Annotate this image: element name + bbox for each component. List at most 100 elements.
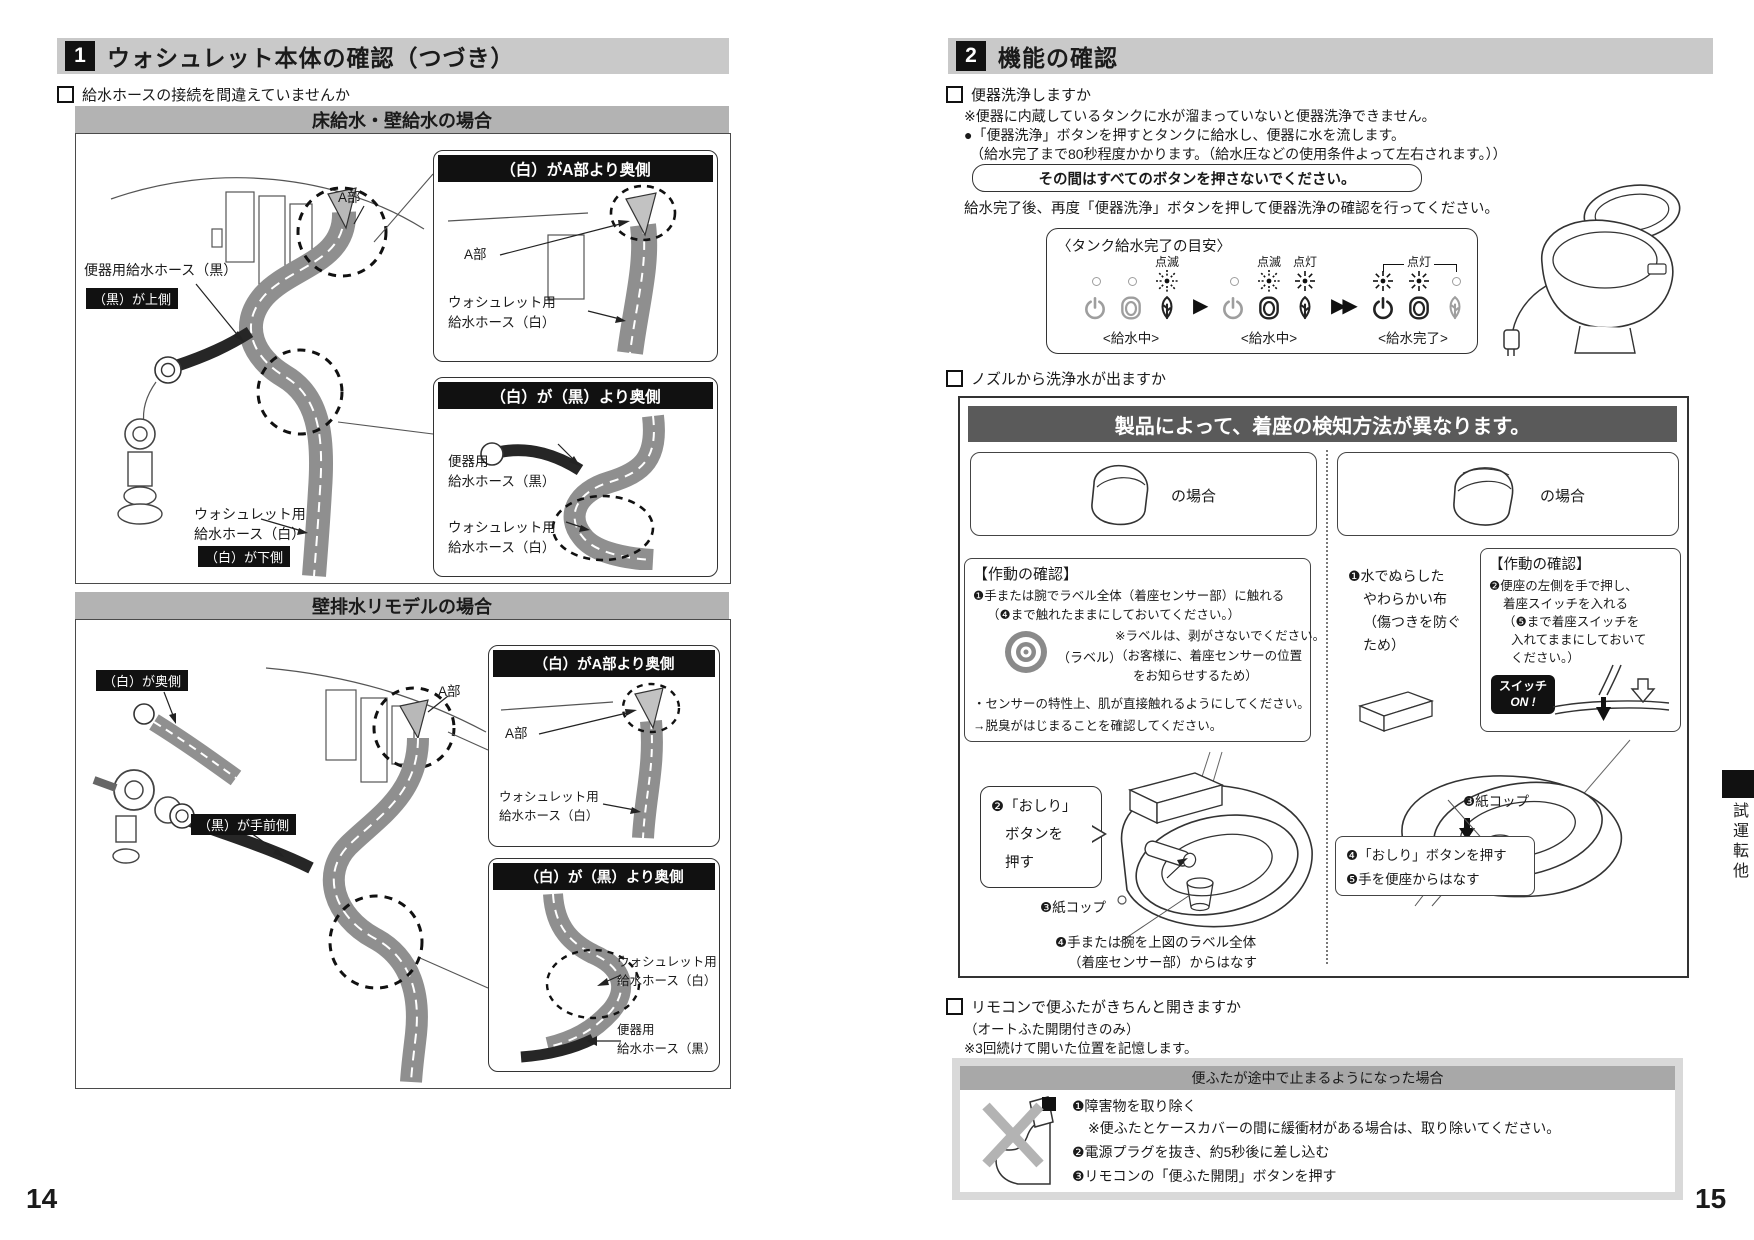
section-title: ウォシュレット本体の確認（つづき）: [107, 45, 515, 71]
off-led-icon: [1230, 277, 1239, 286]
floor-supply-diagram-box: A部 便器用給水ホース（黒） （黒）が上側 ウォシュレット用 給水ホース（白） …: [75, 133, 731, 584]
floor-supply-title: 床給水・壁給水の場合: [312, 110, 492, 131]
a-part-label: A部: [464, 247, 487, 262]
lit-burst-icon: [1409, 271, 1429, 291]
lit-burst-icon: [1295, 271, 1315, 291]
toilet-hose-black-label: 便器用 給水ホース（黒）: [448, 454, 556, 489]
wall-remodel-title: 壁排水リモデルの場合: [312, 596, 492, 617]
toilet-hose-black-label: 便器用給水ホース（黒）: [84, 262, 238, 278]
product-case-panel-1: の場合: [970, 452, 1317, 536]
wall-remodel-diagram: [92, 667, 489, 1083]
column-divider: [1326, 450, 1328, 964]
lid-obstruction-illustration: [982, 1096, 1056, 1185]
right-ops-box: 【作動の確認】 ❷便座の左側を手で押し、 着座スイッチを入れる （❺まで着座スイ…: [1480, 548, 1681, 732]
label-note-2: （お客様に、着座センサーの位置: [1115, 649, 1303, 663]
floor-supply-diagram: [110, 173, 434, 577]
checklist-label: 給水ホースの接続を間違えていませんか: [82, 87, 351, 104]
washlet-hose-white-label: ウォシュレット用 給水ホース（白）: [448, 520, 556, 555]
a-part-label: A部: [505, 726, 528, 741]
callout-title: （白）が（黒）より奥側: [493, 863, 715, 890]
flush-note-4: 給水完了後、再度「便器洗浄」ボタンを押して便器洗浄の確認を行ってください。: [964, 201, 1499, 217]
lit-label-3: 点灯: [1403, 253, 1435, 270]
a-part-label: A部: [338, 190, 361, 205]
washlet-hose-white-label: ウォシュレット用 給水ホース（白）: [194, 506, 306, 542]
seat-sensor-label-icon: [1005, 631, 1047, 673]
callout-title: （白）が（黒）より奥側: [438, 382, 713, 409]
toilet-illustration: [1503, 184, 1681, 356]
arrow-right-icon: ▶: [1193, 295, 1209, 317]
lid-stop-box: 便ふたが途中で止まるようになった場合 ❶障害物を取り除く ※便ふたとケースカバー…: [952, 1058, 1683, 1200]
section-title: 機能の確認: [998, 45, 1118, 71]
label-note-3: をお知らせするため）: [1133, 669, 1258, 683]
off-led-icon: [1452, 277, 1461, 286]
state-label-3: <給水完了>: [1378, 331, 1448, 346]
checklist-label: 便器洗浄しますか: [971, 87, 1092, 104]
soft-cloth-illustration: [1358, 691, 1435, 732]
oshiri-button-bubble: ❷「おしり」 ボタンを 押す: [980, 786, 1107, 888]
lid-stop-title-bar: 便ふたが途中で止まるようになった場合: [960, 1066, 1675, 1090]
sensor-note: ・センサーの特性上、肌が直接触れるようにしてください。: [973, 697, 1310, 711]
toilet-seat-illustration: [1117, 751, 1313, 943]
checklist-item-lid: リモコンで便ふたがきちんと開きますか: [946, 996, 1241, 1017]
double-arrow-right-icon: ▶▶: [1331, 295, 1358, 317]
deodor-note: →脱臭がはじまることを確認してください。: [973, 719, 1223, 733]
seat-detection-title-bar: 製品によって、着座の検知方法が異なります。: [968, 406, 1677, 442]
ops-title: 【作動の確認】: [1489, 557, 1591, 573]
press-seat-hand-illustration: [1552, 664, 1670, 721]
blink-burst-icon: [1258, 270, 1280, 292]
washlet-hose-white-label: ウォシュレット用 給水ホース（白）: [617, 955, 717, 988]
black-top-badge: （黒）が上側: [86, 288, 179, 309]
washlet-product-icon: [1453, 467, 1514, 526]
section1-header: 1 ウォシュレット本体の確認（つづき）: [57, 38, 729, 74]
lit-label-2: 点灯: [1292, 255, 1318, 269]
step4-line1: ❹手または腕を上図のラベル全体: [1055, 935, 1257, 950]
lid-sub-2: ※3回続けて開いた位置を記憶します。: [964, 1041, 1198, 1056]
remote-package-illustration: [1127, 772, 1225, 825]
section-number-badge: 1: [65, 41, 95, 71]
power-icon: [1373, 296, 1393, 320]
lid-step-1-note: ※便ふたとケースカバーの間に緩衝材がある場合は、取り除いてください。: [1088, 1120, 1561, 1136]
callout-title: （白）がA部より奥側: [438, 155, 713, 182]
checklist-label: リモコンで便ふたがきちんと開きますか: [971, 999, 1242, 1016]
step4-line2: （着座センサー部）からはなす: [1068, 955, 1257, 970]
callout-white-above-a: （白）がA部より奥側 A部 ウォシュレット用 給水ホース（白）: [433, 150, 718, 362]
page-number-right: 15: [1695, 1183, 1727, 1214]
wet-cloth-step: ❶水でぬらした やわらかい布 （傷つきを防ぐ ため）: [1348, 568, 1461, 653]
step1b-text: （❹まで触れたままにしておいてください。）: [987, 608, 1241, 622]
lid-step-3: ❸リモコンの「便ふた開閉」ボタンを押す: [1072, 1168, 1337, 1184]
eco-icon: [1299, 295, 1311, 320]
callout-white-above-a: （白）がA部より奥側 A部 ウォシュレット用 給水ホース（白）: [488, 645, 720, 847]
flush-note-1: ※便器に内蔵しているタンクに水が溜まっていないと便器洗浄できません。: [964, 108, 1436, 124]
oshiri-icon: [1259, 296, 1279, 320]
lid-sub-1: （オートふた開閉付きのみ）: [964, 1022, 1140, 1037]
checklist-item-nozzle: ノズルから洗浄水が出ますか: [946, 368, 1166, 389]
oshiri-icon: [1121, 296, 1141, 320]
side-index-label: 試運転他: [1730, 802, 1747, 882]
blink-label-1: 点滅: [1154, 255, 1180, 269]
power-icon: [1085, 296, 1105, 320]
washlet-hose-white-label: ウォシュレット用 給水ホース（白）: [499, 790, 599, 823]
callout-title: （白）がA部より奥側: [493, 650, 715, 677]
power-icon: [1223, 296, 1243, 320]
paper-cup-label: ❸紙コップ: [1040, 900, 1107, 915]
flush-note-2: ●「便器洗浄」ボタンを押すとタンクに給水し、便器に水を流します。: [964, 127, 1406, 143]
blink-label-2: 点滅: [1256, 255, 1282, 269]
white-back-badge: （白）が奥側: [96, 670, 189, 691]
a-part-label: A部: [438, 684, 461, 699]
switch-on-badge: スイッチ ON !: [1491, 675, 1556, 715]
case-label: の場合: [1171, 488, 1217, 505]
label-name: （ラベル）: [1057, 650, 1123, 665]
product-case-panel-2: の場合: [1337, 452, 1679, 536]
lit-burst-icon: [1373, 271, 1393, 291]
step1-text: ❶手または腕でラベル全体（着座センサー部）に触れる: [973, 589, 1285, 603]
checkbox: [946, 370, 963, 387]
paper-cup-label: ❸紙コップ: [1463, 794, 1530, 809]
blink-burst-icon: [1156, 270, 1178, 292]
section2-header: 2 機能の確認: [948, 38, 1713, 74]
left-page: 1 ウォシュレット本体の確認（つづき） 給水ホースの接続を間違えていませんか 床…: [26, 38, 731, 1214]
checklist-item-flush: 便器洗浄しますか: [946, 84, 1091, 105]
checklist-label: ノズルから洗浄水が出ますか: [971, 371, 1167, 388]
callout-zoom-diagram: [480, 414, 665, 570]
eco-icon: [1161, 295, 1173, 320]
checkbox: [946, 86, 963, 103]
